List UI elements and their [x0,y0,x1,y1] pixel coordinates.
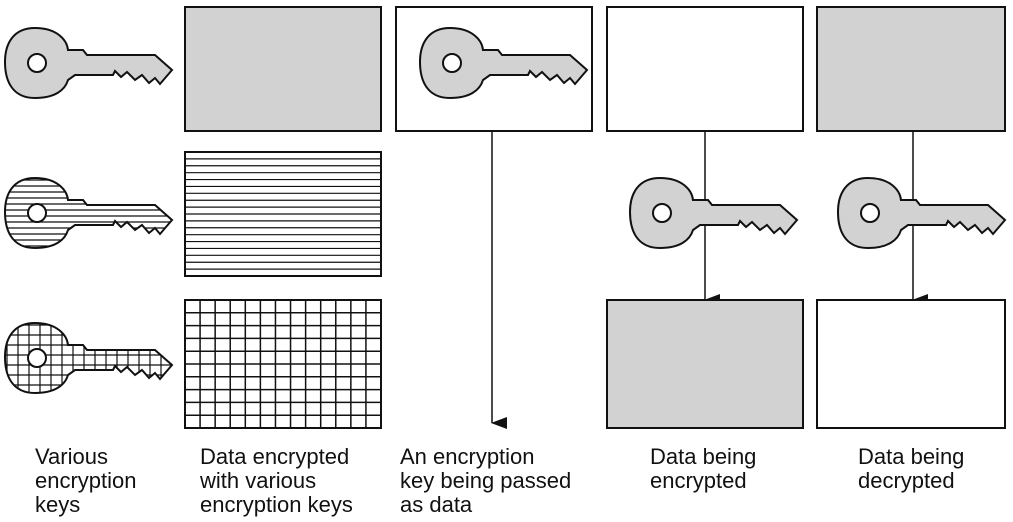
caption-line: An encryption [400,444,535,469]
data-box-solid [184,6,382,132]
caption-data-encrypted: Data encrypted with various encryption k… [200,445,353,517]
caption-line: Data being [650,444,757,469]
data-box-grid [184,299,382,429]
caption-various-keys: Various encryption keys [35,445,137,517]
ciphertext-input-box [816,6,1006,132]
caption-line: as data [400,492,473,517]
caption-line: with various [200,468,317,493]
ciphertext-output-box [606,299,804,429]
caption-line: key being passed [400,468,572,493]
encrypt-key-icon [628,176,799,250]
caption-line: encryption [35,468,137,493]
caption-line: Various [35,444,108,469]
key-icon-solid [3,26,174,100]
key-icon-in-box [418,26,589,100]
caption-line: keys [35,492,81,517]
caption-line: Data being [858,444,965,469]
caption-line: encrypted [650,468,747,493]
decrypt-key-icon [836,176,1007,250]
caption-line: Data encrypted [200,444,350,469]
caption-data-decrypting: Data being decrypted [858,445,964,493]
caption-key-passed: An encryption key being passed as data [400,445,571,517]
caption-line: encryption keys [200,492,353,517]
caption-data-encrypting: Data being encrypted [650,445,756,493]
caption-line: decrypted [858,468,955,493]
key-icon-striped [3,176,174,250]
plaintext-output-box [816,299,1006,429]
key-icon-grid [3,321,174,395]
plaintext-input-box [606,6,804,132]
data-box-striped [184,151,382,277]
